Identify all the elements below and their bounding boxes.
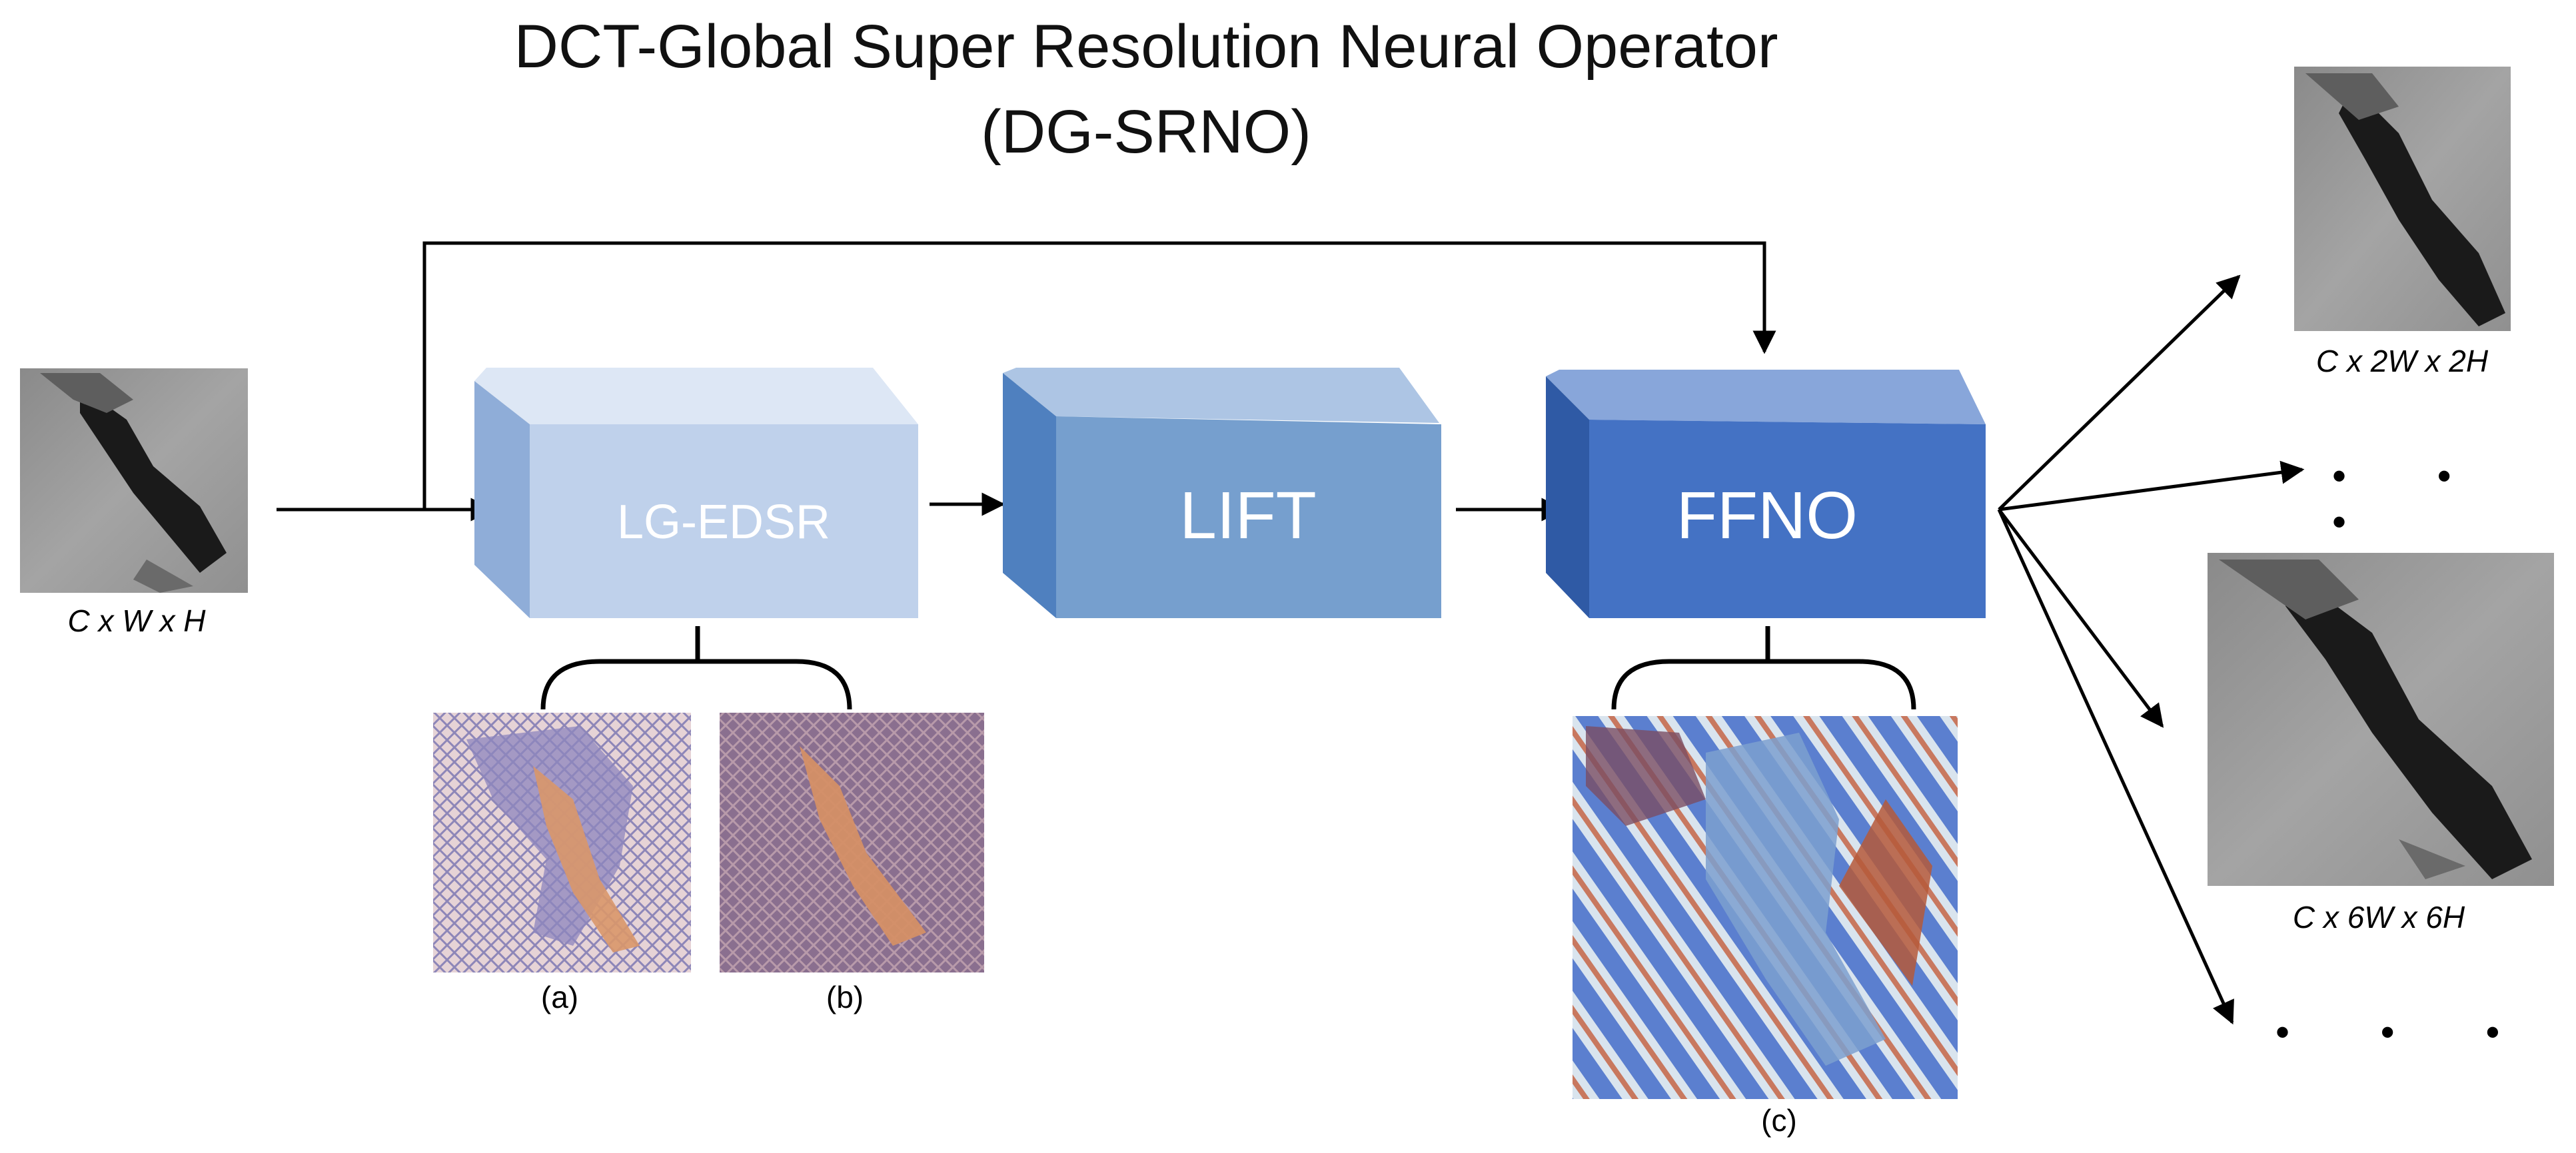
output-image-2x — [2294, 67, 2511, 331]
output-6x-dims-label: C x 6W x 6H — [2292, 900, 2465, 935]
feature-map-b-label: (b) — [826, 980, 864, 1014]
skip-connection — [422, 241, 1776, 510]
block-lg-edsr: LG-EDSR — [474, 368, 918, 618]
diagram-title-line-1: DCT-Global Super Resolution Neural Opera… — [514, 13, 1778, 81]
feature-map-c-label: (c) — [1761, 1103, 1797, 1138]
block-ffno: FFNO — [1546, 370, 1986, 618]
feature-map-b — [720, 713, 984, 972]
block-lift: LIFT — [1003, 368, 1441, 618]
brace-lg-edsr — [540, 626, 852, 710]
input-dims-label: C x W x H — [67, 603, 206, 638]
output-ellipsis-2: • • • — [2275, 1010, 2540, 1054]
output-image-6x — [2208, 553, 2554, 886]
output-ellipsis-1: • • • — [2332, 454, 2491, 544]
block-label-lift: LIFT — [1179, 478, 1317, 553]
feature-map-a — [433, 713, 691, 972]
feature-map-c — [1573, 716, 1958, 1099]
diagram-title-line-2: (DG-SRNO) — [981, 98, 1311, 166]
block-label-lg-edsr: LG-EDSR — [617, 496, 830, 549]
brace-ffno — [1611, 626, 1916, 710]
output-2x-dims-label: C x 2W x 2H — [2315, 344, 2489, 378]
feature-map-a-label: (a) — [540, 980, 579, 1014]
output-arrows — [1997, 274, 2305, 1025]
input-image — [20, 368, 248, 593]
block-label-ffno: FFNO — [1676, 478, 1858, 553]
